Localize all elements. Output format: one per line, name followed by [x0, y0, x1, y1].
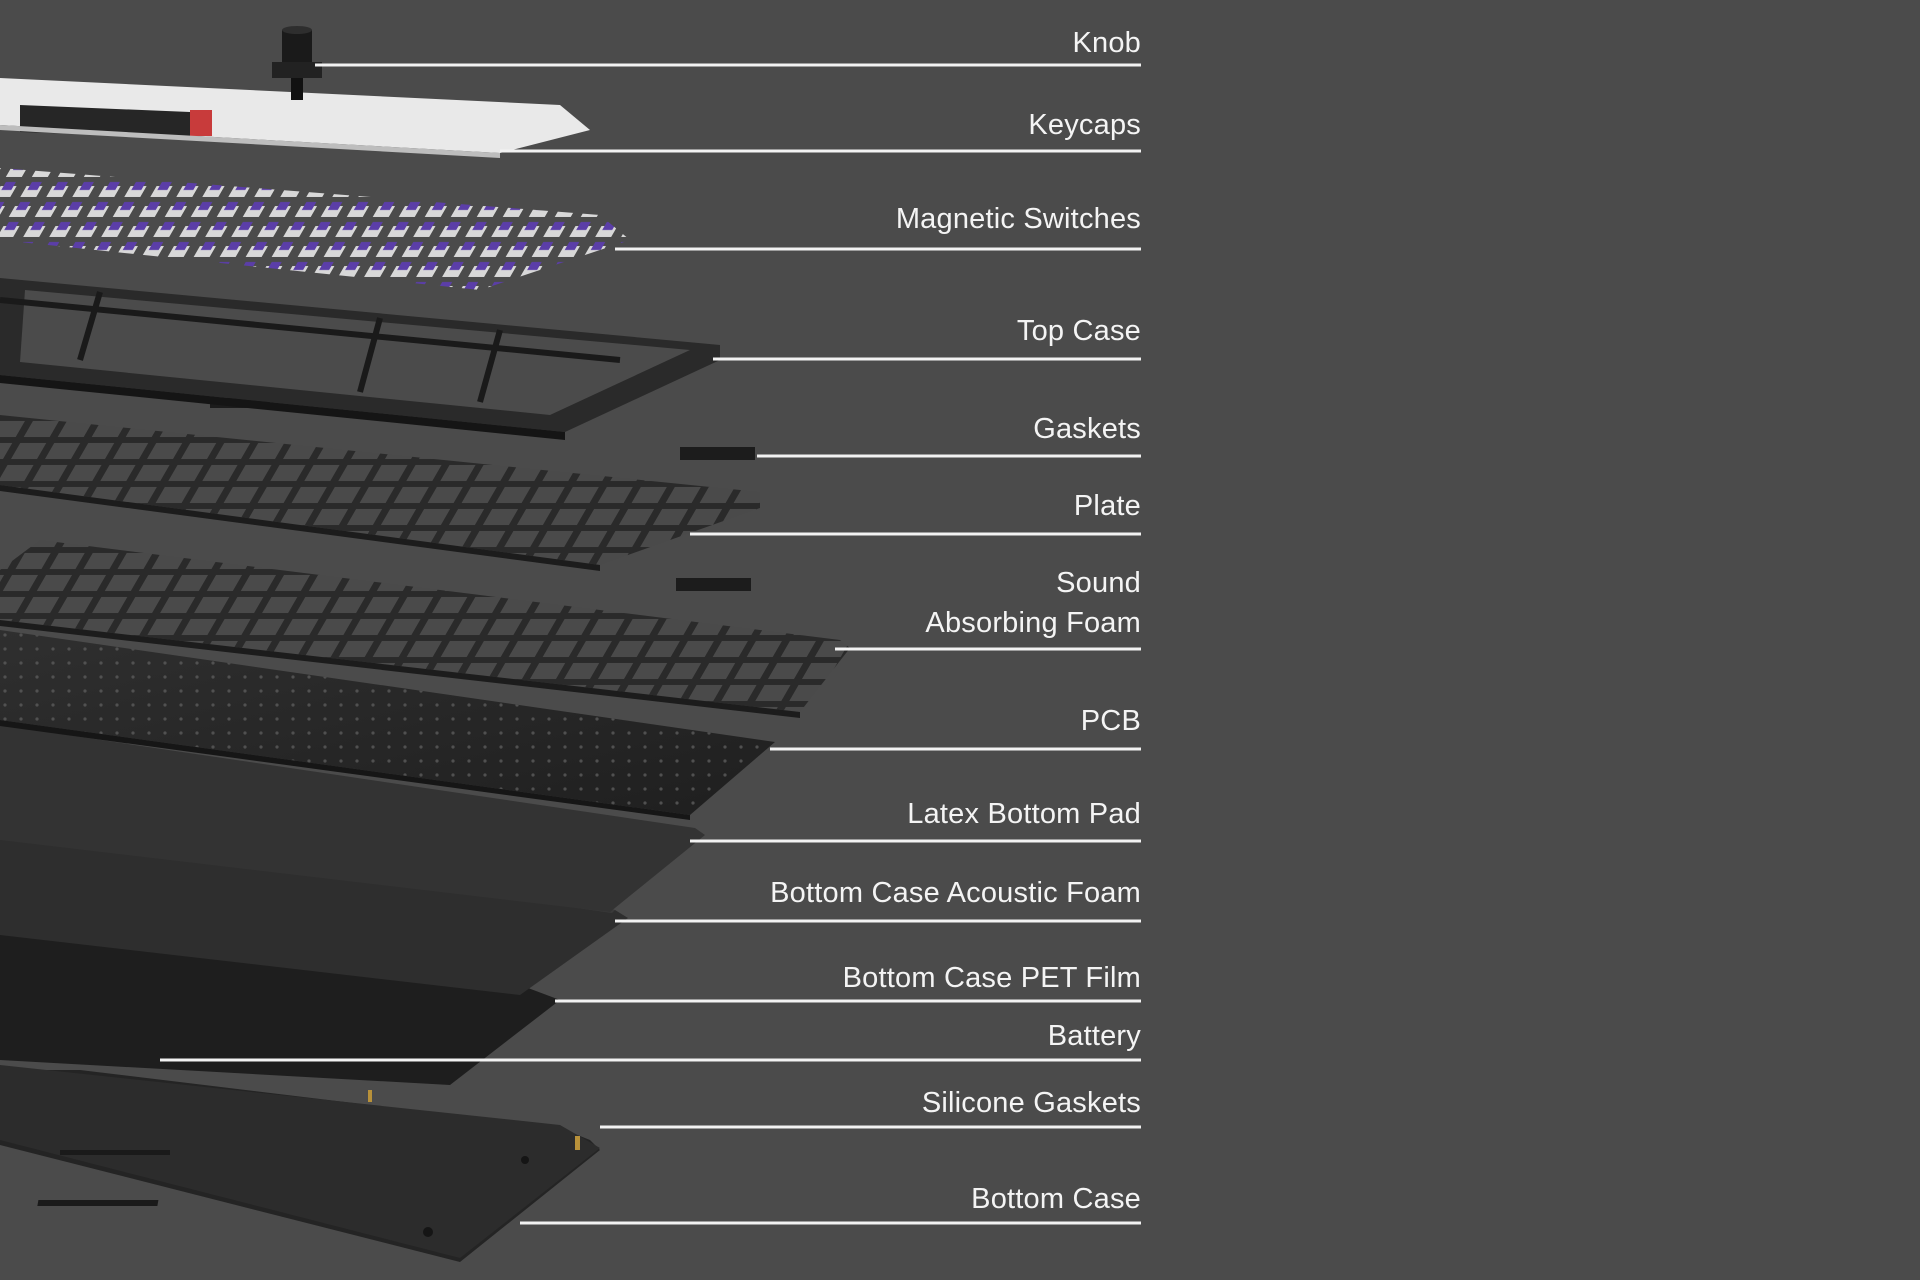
label-battery: Battery: [1047, 1020, 1141, 1052]
label-bottom-case: Bottom Case: [971, 1183, 1141, 1215]
gasket-strip-lower: [676, 578, 751, 591]
top-case-part: [0, 278, 720, 440]
label-latex-bottom-pad: Latex Bottom Pad: [907, 798, 1141, 830]
label-sound-absorbing-foam-line1: Sound: [1056, 567, 1141, 599]
label-plate: Plate: [1073, 490, 1141, 522]
pcb-part: [0, 630, 775, 820]
label-pcb: PCB: [1080, 705, 1141, 737]
keycaps-part: [0, 78, 590, 158]
magnetic-switches-part: [0, 168, 630, 290]
label-bottom-case-pet-film: Bottom Case PET Film: [842, 962, 1141, 994]
label-bottom-case-acoustic-foam: Bottom Case Acoustic Foam: [770, 877, 1141, 909]
bottom-case-part: [0, 1065, 600, 1262]
knob-part: [272, 26, 322, 100]
leader-lines: [160, 63, 1141, 1225]
latex-bottom-pad-part: [0, 725, 705, 912]
sound-absorbing-foam-part: [0, 540, 850, 718]
label-knob: Knob: [1072, 27, 1141, 59]
plate-part: [0, 415, 760, 571]
label-top-case: Top Case: [1016, 315, 1141, 347]
label-gaskets: Gaskets: [1033, 413, 1141, 445]
label-magnetic-switches: Magnetic Switches: [895, 203, 1141, 235]
label-silicone-gaskets: Silicone Gaskets: [921, 1087, 1141, 1119]
gasket-strip-upper: [680, 447, 755, 460]
label-sound-absorbing-foam-line2: Absorbing Foam: [925, 607, 1141, 639]
label-keycaps: Keycaps: [1028, 109, 1141, 141]
